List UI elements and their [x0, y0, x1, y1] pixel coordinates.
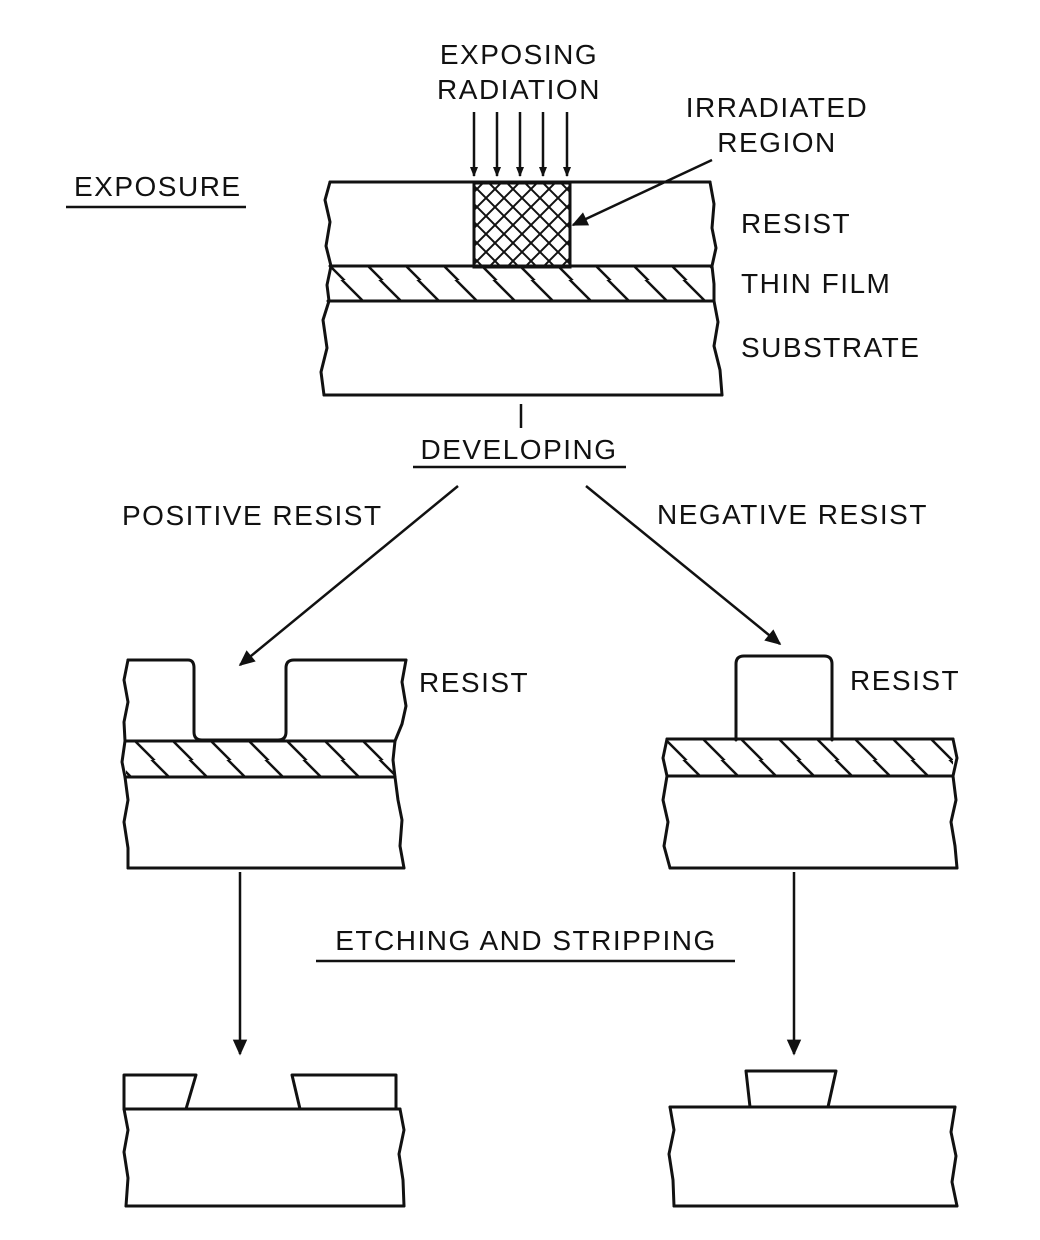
irradiated-region [472, 181, 572, 269]
exposing-radiation-label-2: RADIATION [437, 74, 601, 105]
negative-developed-stack [661, 654, 959, 870]
positive-developed-stack [120, 658, 408, 870]
negative-resist-layer-label: RESIST [850, 665, 960, 696]
etching-and-stripping-label: ETCHING AND STRIPPING [335, 925, 717, 956]
thin-film-layer [328, 267, 712, 301]
exposure-stack [319, 180, 724, 397]
exposure-label: EXPOSURE [74, 171, 242, 202]
positive-resist-label: POSITIVE RESIST [122, 500, 383, 531]
negative-branch-arrow [585, 485, 782, 646]
positive-resist-layer-label: RESIST [419, 667, 529, 698]
thin-film-label: THIN FILM [741, 268, 891, 299]
substrate-label: SUBSTRATE [741, 332, 920, 363]
irradiated-region-pointer [571, 158, 713, 227]
negative-final-film [744, 1069, 838, 1109]
negative-final-stack [667, 1069, 959, 1208]
irradiated-region-label-2: REGION [717, 127, 836, 158]
irradiated-region-label-1: IRRADIATED [686, 92, 869, 123]
positive-final-film-left [122, 1073, 198, 1111]
positive-final-stack [122, 1073, 406, 1208]
resist-label: RESIST [741, 208, 851, 239]
exposing-radiation-label-1: EXPOSING [440, 39, 598, 70]
positive-branch-arrow [238, 485, 459, 667]
radiation-arrows [470, 112, 571, 177]
positive-final-film-right [290, 1073, 398, 1111]
negative-resist-label: NEGATIVE RESIST [657, 499, 928, 530]
positive-thin-film [126, 742, 394, 776]
negative-thin-film [667, 740, 953, 776]
developing-label: DEVELOPING [420, 434, 617, 465]
